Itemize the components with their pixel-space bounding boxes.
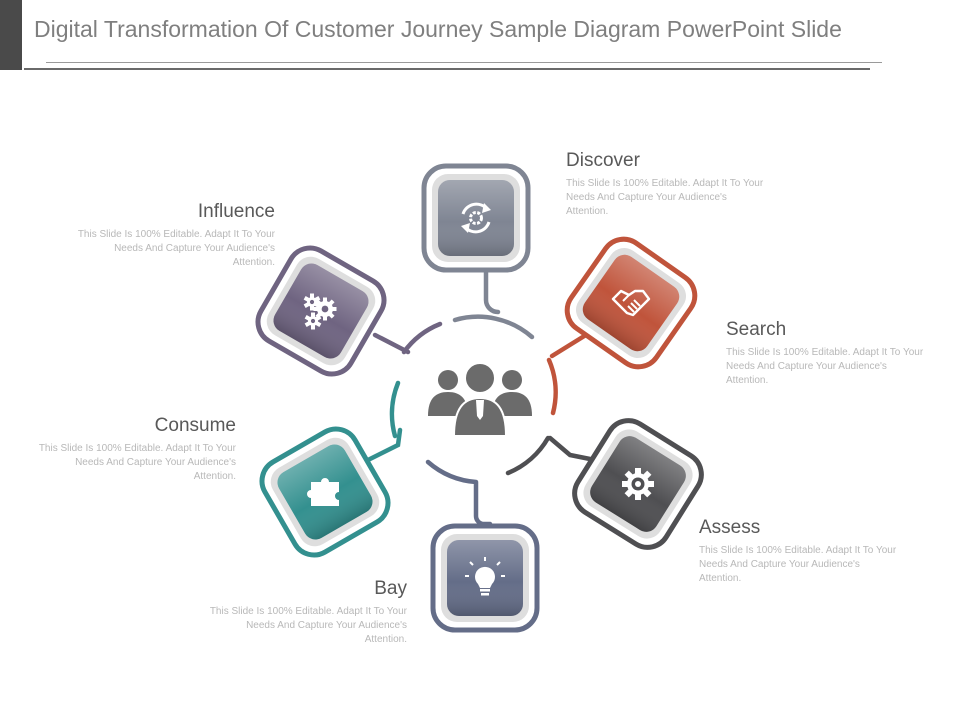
connector-bay bbox=[425, 459, 493, 527]
target-gear-icon bbox=[622, 468, 654, 500]
connector-search bbox=[546, 327, 597, 416]
step-nodes bbox=[255, 163, 704, 633]
node-assess bbox=[572, 418, 704, 550]
node-discover bbox=[421, 163, 531, 273]
step-title: Bay bbox=[374, 578, 407, 599]
step-description: This Slide Is 100% Editable. Adapt It To… bbox=[699, 545, 897, 584]
step-description: This Slide Is 100% Editable. Adapt It To… bbox=[566, 178, 764, 217]
step-title: Consume bbox=[154, 415, 236, 436]
people-group-icon bbox=[428, 362, 532, 437]
node-search bbox=[564, 236, 698, 370]
node-bay bbox=[430, 523, 540, 633]
step-title: Assess bbox=[699, 517, 761, 538]
connectors bbox=[361, 269, 597, 527]
step-title: Discover bbox=[566, 150, 640, 171]
step-title: Search bbox=[726, 319, 787, 340]
puzzle-icon bbox=[307, 478, 339, 506]
node-consume bbox=[259, 426, 391, 558]
connector-influence bbox=[372, 321, 443, 355]
step-description: This Slide Is 100% Editable. Adapt It To… bbox=[209, 606, 407, 645]
node-influence bbox=[255, 245, 387, 377]
title-underline bbox=[46, 62, 882, 63]
step-description: This Slide Is 100% Editable. Adapt It To… bbox=[77, 229, 275, 268]
gears-icon bbox=[303, 293, 337, 330]
connector-consume bbox=[361, 380, 403, 465]
connector-discover bbox=[452, 269, 535, 340]
header-accent-bar bbox=[0, 0, 22, 70]
node-shading bbox=[438, 180, 514, 256]
step-description: This Slide Is 100% Editable. Adapt It To… bbox=[726, 347, 924, 386]
connector-assess bbox=[505, 435, 593, 476]
step-title: Influence bbox=[197, 201, 275, 222]
title-underline-bold bbox=[24, 68, 870, 70]
page-title: Digital Transformation Of Customer Journ… bbox=[34, 16, 842, 42]
handshake-icon bbox=[611, 289, 651, 317]
refresh-gear-icon bbox=[461, 202, 491, 234]
lightbulb-icon bbox=[465, 557, 505, 596]
step-description: This Slide Is 100% Editable. Adapt It To… bbox=[38, 443, 236, 482]
